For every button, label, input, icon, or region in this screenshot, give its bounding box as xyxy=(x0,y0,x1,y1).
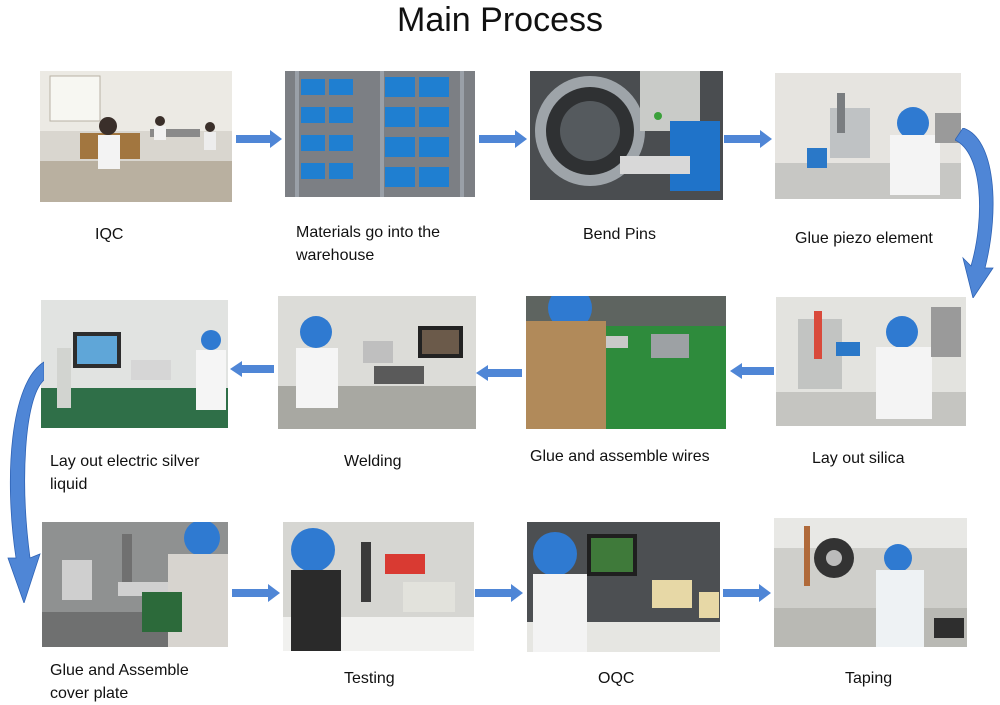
step-photo-cover-plate xyxy=(42,522,228,647)
step-label-cover-plate-line-2: cover plate xyxy=(50,685,129,702)
step-photo-silver-liquid xyxy=(41,300,228,428)
step-photo-taping xyxy=(774,518,967,647)
arrow-right-4 xyxy=(232,584,280,602)
arrow-right-2 xyxy=(479,130,527,148)
step-label-warehouse-line-2: warehouse xyxy=(296,247,375,264)
step-photo-welding xyxy=(278,296,476,429)
step-label-warehouse: Materials go into the warehouse xyxy=(296,221,440,267)
arrow-right-6 xyxy=(723,584,771,602)
arrow-right-3 xyxy=(724,130,772,148)
step-label-assemble-wires: Glue and assemble wires xyxy=(530,448,710,465)
step-label-taping: Taping xyxy=(845,670,893,687)
step-label-silver-liquid: Lay out electric silver liquid xyxy=(50,450,199,496)
step-label-iqc: IQC xyxy=(95,226,124,243)
curved-arrow-left xyxy=(0,358,44,603)
step-label-silica: Lay out silica xyxy=(812,450,905,467)
step-label-cover-plate: Glue and Assemble cover plate xyxy=(50,659,189,705)
step-photo-silica xyxy=(776,297,966,426)
step-label-silver-liquid-line-2: liquid xyxy=(50,476,88,493)
step-photo-glue-piezo xyxy=(775,73,961,199)
step-photo-testing xyxy=(283,522,474,651)
step-label-cover-plate-line-1: Glue and Assemble xyxy=(50,662,189,679)
step-label-warehouse-line-1: Materials go into the xyxy=(296,224,441,241)
step-photo-warehouse xyxy=(285,71,475,197)
step-label-testing: Testing xyxy=(344,670,395,687)
arrow-left-3 xyxy=(730,363,774,379)
arrow-right-5 xyxy=(475,584,523,602)
arrow-left-1 xyxy=(230,361,274,377)
step-photo-iqc xyxy=(40,71,232,202)
step-photo-oqc xyxy=(527,522,720,652)
step-photo-bend-pins xyxy=(530,71,723,200)
step-label-bend-pins: Bend Pins xyxy=(583,226,656,243)
step-photo-assemble-wires xyxy=(526,296,726,429)
step-label-oqc: OQC xyxy=(598,670,635,687)
arrow-right-1 xyxy=(236,130,282,148)
step-label-silver-liquid-line-1: Lay out electric silver xyxy=(50,453,200,470)
diagram-title: Main Process xyxy=(397,1,603,39)
curved-arrow-right xyxy=(955,128,1000,298)
step-label-welding: Welding xyxy=(344,453,402,470)
step-label-glue-piezo: Glue piezo element xyxy=(795,230,933,247)
arrow-left-2 xyxy=(476,365,522,381)
